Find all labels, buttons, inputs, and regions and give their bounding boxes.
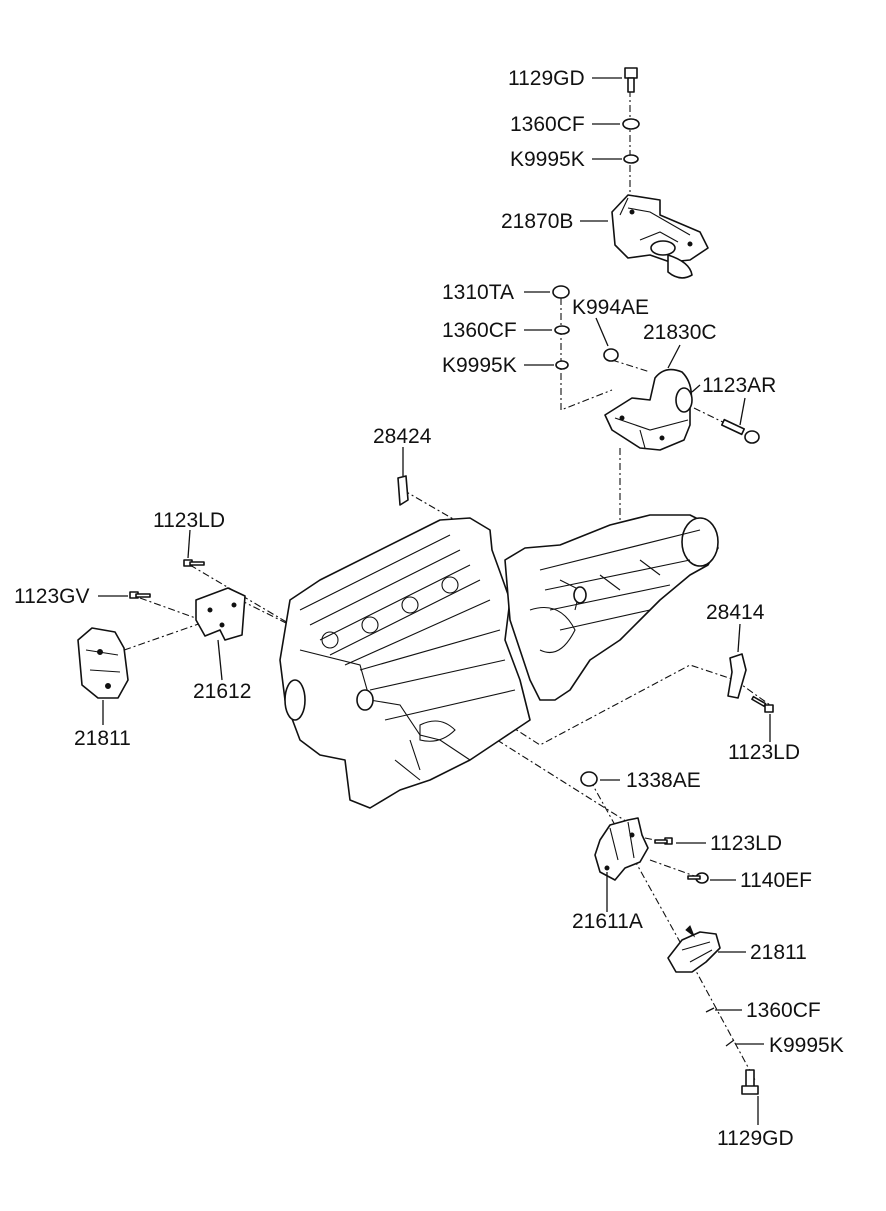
label-1140ef: 1140EF (740, 869, 812, 892)
label-1360cf-mid: 1360CF (442, 319, 517, 342)
left-insulator-21811 (77, 627, 129, 699)
label-1123ld-left: 1123LD (153, 509, 225, 532)
bolt-1123ld-right (751, 695, 774, 713)
nut-1310ta (552, 285, 570, 299)
bolt-1140ef (687, 872, 709, 884)
label-1310ta: 1310TA (442, 281, 514, 304)
washer-1360cf-bottom (705, 1007, 715, 1013)
label-k9995k-mid: K9995K (442, 354, 517, 377)
bolt-1123gv (129, 591, 151, 599)
label-21811-right: 21811 (750, 941, 807, 964)
label-1123ld-right: 1123LD (728, 741, 800, 764)
label-21811-left: 21811 (74, 727, 131, 750)
bolt-1123ld-lower (654, 837, 673, 845)
label-21870b: 21870B (501, 210, 573, 233)
clip-28424 (397, 475, 409, 506)
lockwasher-k9995k-top (623, 154, 639, 164)
label-1360cf-top: 1360CF (510, 113, 585, 136)
top-bolt-1129gd (624, 67, 638, 93)
leader-lines (98, 77, 771, 1125)
label-1123gv: 1123GV (14, 585, 90, 608)
label-1129gd-top: 1129GD (508, 67, 585, 90)
right-insulator-21811 (667, 925, 721, 973)
right-bracket-21611a (594, 817, 649, 881)
nut-1338ae (580, 771, 598, 787)
nut-k994ae (603, 348, 619, 362)
label-1123ar: 1123AR (702, 374, 776, 397)
lockwasher-k9995k-mid (555, 360, 569, 370)
label-1123ld-lower: 1123LD (710, 832, 782, 855)
label-1360cf-bottom: 1360CF (746, 999, 821, 1022)
rear-mount-bracket-21870b (611, 194, 709, 279)
transmission (504, 514, 719, 701)
part-labels: 1129GD 1360CF K9995K 21870B 1310TA 1360C… (14, 67, 844, 1150)
bottom-bolt-1129gd (741, 1069, 759, 1095)
label-21612: 21612 (193, 680, 251, 703)
label-k9995k-bottom: K9995K (769, 1034, 844, 1057)
label-k9995k-top: K9995K (510, 148, 585, 171)
label-28424: 28424 (373, 425, 432, 448)
engine-block (279, 517, 531, 809)
washer-1360cf-mid (554, 325, 570, 335)
rear-mount-21830c (604, 368, 693, 451)
label-1129gd-bottom: 1129GD (717, 1127, 794, 1150)
label-28414: 28414 (706, 601, 765, 624)
bolt-1123ld-left (183, 559, 205, 567)
clip-28414 (727, 653, 747, 699)
lockwasher-k9995k-bottom (725, 1039, 735, 1047)
label-k994ae: K994AE (572, 296, 649, 319)
left-bracket-21612 (195, 587, 246, 641)
label-21830c: 21830C (643, 321, 717, 344)
bolt-1123ar (720, 418, 760, 444)
label-1338ae: 1338AE (626, 769, 701, 792)
label-21611a: 21611A (572, 910, 643, 933)
washer-1360cf-top (622, 118, 640, 130)
